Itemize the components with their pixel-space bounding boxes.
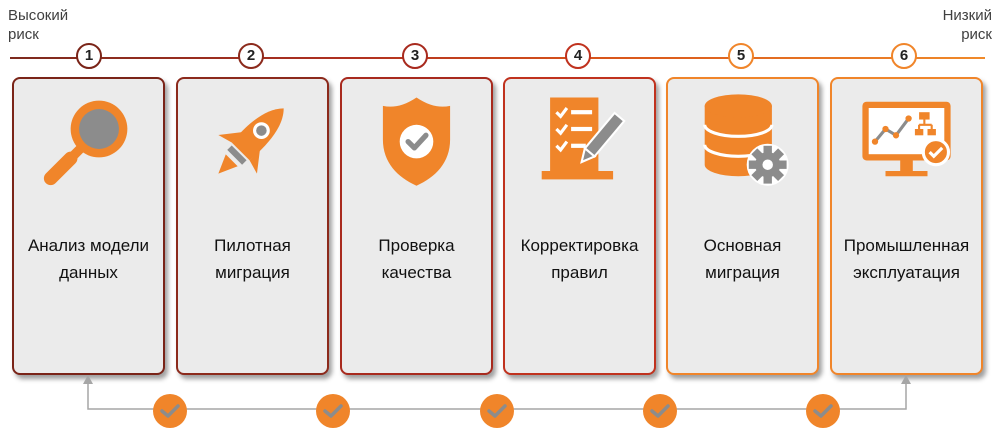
step-number-4: 4 [565, 43, 591, 69]
step-number-3: 3 [402, 43, 428, 69]
monitor-chart-icon [854, 87, 959, 192]
loop-check-icon-3 [480, 394, 514, 428]
loop-check-icon-1 [153, 394, 187, 428]
magnifier-icon [36, 87, 141, 192]
step-card-6: Промышленная эксплуатация [830, 77, 983, 375]
database-gear-icon [690, 87, 795, 192]
step-card-2: Пилотная миграция [176, 77, 329, 375]
step-card-4: Корректировка правил [503, 77, 656, 375]
low-risk-label: Низкий риск [942, 7, 992, 43]
step-card-5: Основная миграция [666, 77, 819, 375]
loop-check-icon-4 [643, 394, 677, 428]
step-number-6: 6 [891, 43, 917, 69]
rocket-icon [200, 87, 305, 192]
step-card-1: Анализ модели данных [12, 77, 165, 375]
shield-check-icon [364, 87, 469, 192]
step-label-6: Промышленная эксплуатация [843, 236, 970, 282]
step-label-4: Корректировка правил [520, 236, 639, 282]
step-label-1: Анализ модели данных [27, 236, 150, 282]
step-label-2: Пилотная миграция [214, 236, 291, 282]
step-number-5: 5 [728, 43, 754, 69]
step-number-1: 1 [76, 43, 102, 69]
risk-timeline-line [10, 57, 985, 59]
loop-check-icon-2 [316, 394, 350, 428]
checklist-pencil-icon [527, 87, 632, 192]
loop-check-icon-5 [806, 394, 840, 428]
step-label-3: Проверка качества [378, 236, 455, 282]
step-card-3: Проверка качества [340, 77, 493, 375]
step-label-5: Основная миграция [703, 236, 782, 282]
high-risk-label: Высокий риск [8, 7, 69, 43]
step-number-2: 2 [238, 43, 264, 69]
